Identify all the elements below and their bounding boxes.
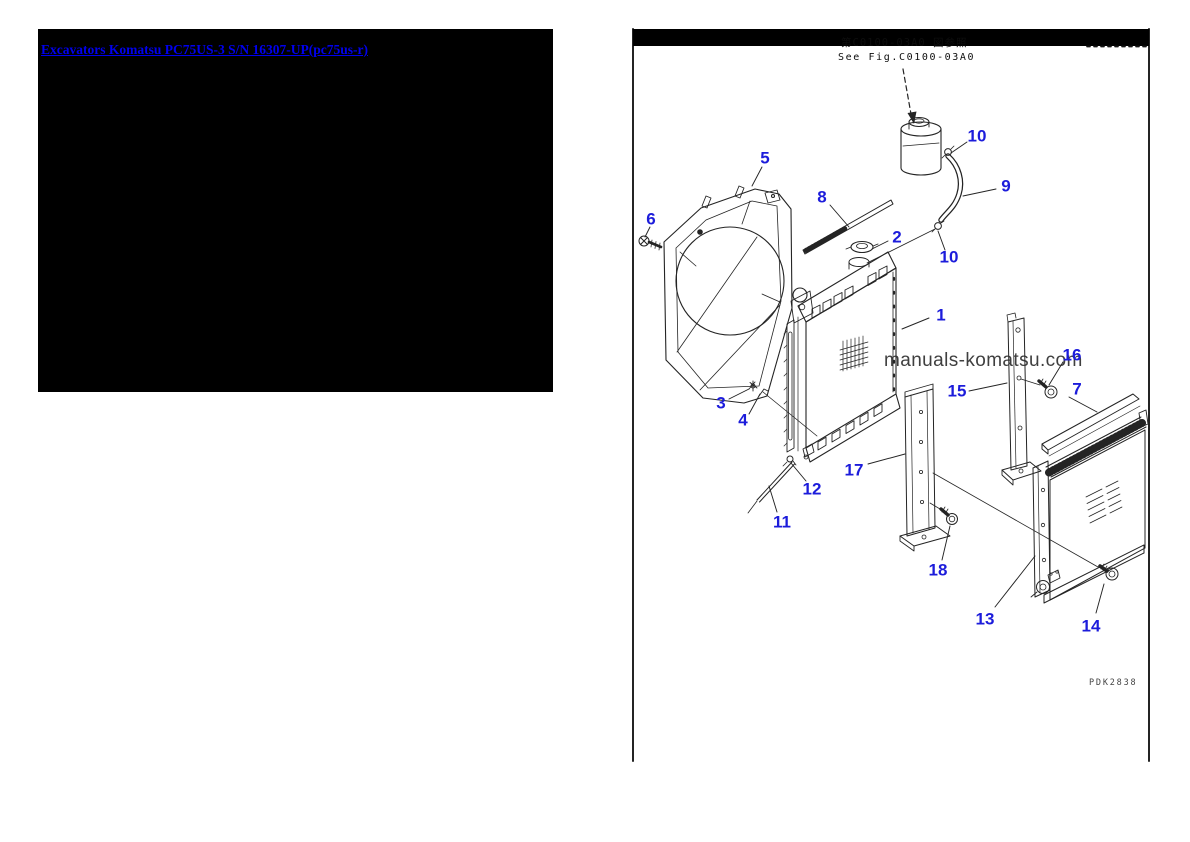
callout-17[interactable]: 17 <box>844 460 864 480</box>
see-fig-arrow <box>902 68 917 124</box>
bolt-14-drawing <box>1098 563 1119 581</box>
blackout-panel: Excavators Komatsu PC75US-3 S/N 16307-UP… <box>38 29 553 392</box>
watermark-text: manuals-komatsu.com <box>884 350 1083 371</box>
core-grid-mark <box>839 335 869 372</box>
callout-13[interactable]: 13 <box>975 609 995 629</box>
callout-12[interactable]: 12 <box>802 479 822 499</box>
assembly-lines <box>762 228 1099 568</box>
clamp-10-drawing <box>931 145 955 233</box>
seal-strip-7-drawing <box>1041 393 1141 457</box>
tube-11-clamp-12-drawing <box>747 455 797 514</box>
bolt-16-drawing <box>1037 378 1058 399</box>
fig-reference-jp: 第C0100-03A0 図参照 <box>841 37 968 49</box>
callout-2[interactable]: 2 <box>892 227 902 247</box>
callout-1[interactable]: 1 <box>936 305 946 325</box>
bracket-15-drawing <box>1001 312 1042 486</box>
sheet-frame <box>632 28 1150 762</box>
reserve-tank-drawing <box>900 116 942 176</box>
bolt-6-drawing <box>638 235 663 251</box>
callout-3[interactable]: 3 <box>716 393 726 413</box>
callout-9[interactable]: 9 <box>1001 176 1011 196</box>
leader-lines <box>644 141 1105 614</box>
fan-shroud-drawing <box>663 185 793 404</box>
fig-reference-en: See Fig.C0100-03A0 <box>838 52 976 63</box>
radiator-cap-drawing <box>845 240 879 254</box>
callout-15[interactable]: 15 <box>947 381 967 401</box>
bracket-17-drawing <box>899 383 951 552</box>
louver-marks <box>1085 480 1123 524</box>
bolt-18-drawing <box>939 506 958 525</box>
radiator-drawing <box>783 240 901 463</box>
clip-3-4-drawing <box>748 380 769 397</box>
callout-4[interactable]: 4 <box>738 410 748 430</box>
hose-9-drawing <box>931 145 964 233</box>
callout-10[interactable]: 10 <box>939 247 959 267</box>
callout-6[interactable]: 6 <box>646 209 656 229</box>
callout-11[interactable]: 11 <box>773 512 791 532</box>
callout-14[interactable]: 14 <box>1081 616 1101 636</box>
callout-16[interactable]: 16 <box>1062 345 1082 365</box>
model-link[interactable]: Excavators Komatsu PC75US-3 S/N 16307-UP… <box>41 42 368 57</box>
callout-7[interactable]: 7 <box>1072 379 1082 399</box>
seal-strip-8-drawing <box>802 199 894 255</box>
callout-18[interactable]: 18 <box>928 560 948 580</box>
callout-8[interactable]: 8 <box>817 187 827 207</box>
redacted-title-bar <box>633 29 1149 46</box>
callout-10[interactable]: 10 <box>967 126 987 146</box>
oil-cooler-drawing <box>1030 409 1149 604</box>
callout-5[interactable]: 5 <box>760 148 770 168</box>
drawing-code: PDK2838 <box>1089 678 1138 688</box>
